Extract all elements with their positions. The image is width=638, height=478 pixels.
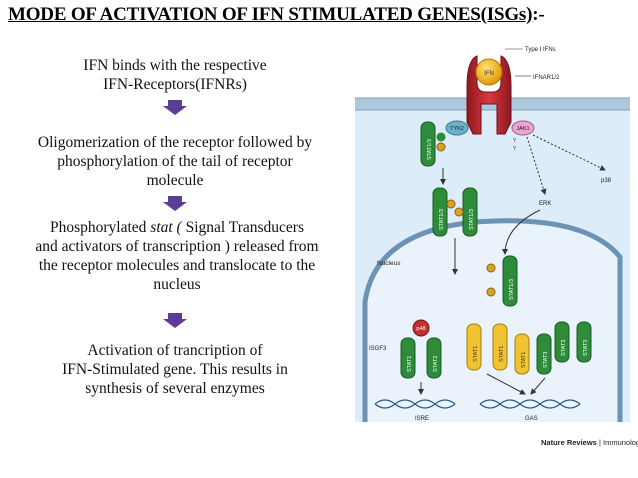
- step-1: IFN binds with the respective IFN-Recept…: [20, 56, 330, 94]
- step-2-line-1: Oligomerization of the receptor followed…: [37, 134, 313, 151]
- ifnar-receptor: [466, 55, 512, 135]
- label-stat1: STAT1: [499, 346, 505, 362]
- stat-docked: STAT1/3: [420, 121, 446, 167]
- step-4-line-2: IFN-Stimulated gene. This results in: [62, 361, 288, 378]
- title-main: MODE OF ACTIVATION OF IFN STIMULATED GEN…: [8, 4, 533, 25]
- label-jak1: JAK1: [516, 126, 529, 132]
- label-ifn: IFN: [484, 71, 494, 77]
- stat-dimer-cytoplasm: STAT1/3 STAT1/3: [432, 187, 478, 237]
- label-stat1: STAT1: [521, 352, 527, 368]
- step-3: Phosphorylated stat ( Signal Transducers…: [0, 218, 354, 294]
- label-stat3: STAT3: [543, 352, 549, 368]
- title-suffix: :-: [532, 4, 545, 25]
- step-4-line-1: Activation of trancription of: [87, 342, 263, 359]
- label-gas: GAS: [525, 416, 538, 422]
- label-tyk2: TYK2: [450, 126, 464, 132]
- label-p38: p38: [601, 178, 612, 184]
- tyk2-kinase: [445, 120, 469, 136]
- step-3-line-1-part: Phosphorylated stat ( Signal Transducers: [49, 219, 305, 236]
- label-stat13: STAT1/3: [509, 279, 515, 300]
- label-stat1: STAT1: [473, 346, 479, 362]
- label-stat3: STAT3: [561, 340, 567, 356]
- label-ifnar: IFNAR1/2: [533, 75, 560, 81]
- step-2: Oligomerization of the receptor followed…: [0, 133, 350, 190]
- step-4-line-3: synthesis of several enzymes: [85, 380, 265, 397]
- stat1-homodimer: STAT1 STAT1: [466, 323, 508, 371]
- step-2-line-2: phosphorylation of the tail of receptor: [57, 153, 293, 170]
- label-stat3: STAT3: [583, 340, 589, 356]
- step-3-line-4: nucleus: [153, 276, 201, 293]
- credit-journal: Nature Reviews: [541, 438, 597, 447]
- label-nucleus: Nucleus: [377, 260, 401, 267]
- label-stat1: STAT1: [407, 356, 413, 372]
- page-title: MODE OF ACTIVATION OF IFN STIMULATED GEN…: [8, 4, 545, 26]
- label-stat13: STAT1/3: [469, 209, 475, 230]
- step-1-line-2: IFN-Receptors(IFNRs): [103, 76, 247, 93]
- step-3-line-2: and activators of transcription ) releas…: [35, 238, 319, 255]
- figure-credit: Nature Reviews | Immunology: [541, 438, 638, 447]
- step-3-line-1: Phosphorylated stat ( Signal Transducers: [0, 218, 354, 237]
- step-4: Activation of trancription of IFN-Stimul…: [20, 341, 330, 398]
- ifn-ligand: [475, 58, 503, 86]
- isgf3-complex: p48 STAT1 STAT2: [400, 319, 442, 379]
- label-isre: ISRE: [415, 416, 429, 422]
- label-stat13: STAT1/3: [439, 209, 445, 230]
- label-stat2: STAT2: [433, 356, 439, 372]
- step-3-line-3: the receptor molecules and translocate t…: [38, 257, 316, 274]
- label-isgf3: ISGF3: [369, 346, 387, 352]
- label-erk: ERK: [539, 201, 551, 207]
- ifn-signaling-diagram: Nucleus IFN Type I IFNs IFNAR1/2 TYK2 JA…: [355, 47, 630, 422]
- dna-strands: [374, 399, 581, 409]
- step-1-line-1: IFN binds with the respective: [83, 57, 267, 74]
- stat-dimer-nucleus: STAT1/3: [486, 255, 518, 307]
- stat1-stat3-dimers: STAT1 STAT3 STAT3 STAT3: [514, 321, 592, 375]
- label-y: Y: [513, 146, 517, 152]
- step-2-line-3: molecule: [146, 172, 204, 189]
- label-stat13: STAT1/3: [427, 139, 433, 160]
- credit-section: Immunology: [602, 438, 638, 447]
- jak1-kinase: [511, 120, 535, 136]
- label-p48: p48: [416, 326, 425, 332]
- label-y: Y: [513, 138, 517, 144]
- label-type1-ifns: Type I IFNs: [525, 47, 556, 53]
- nuclear-envelope: [362, 218, 623, 422]
